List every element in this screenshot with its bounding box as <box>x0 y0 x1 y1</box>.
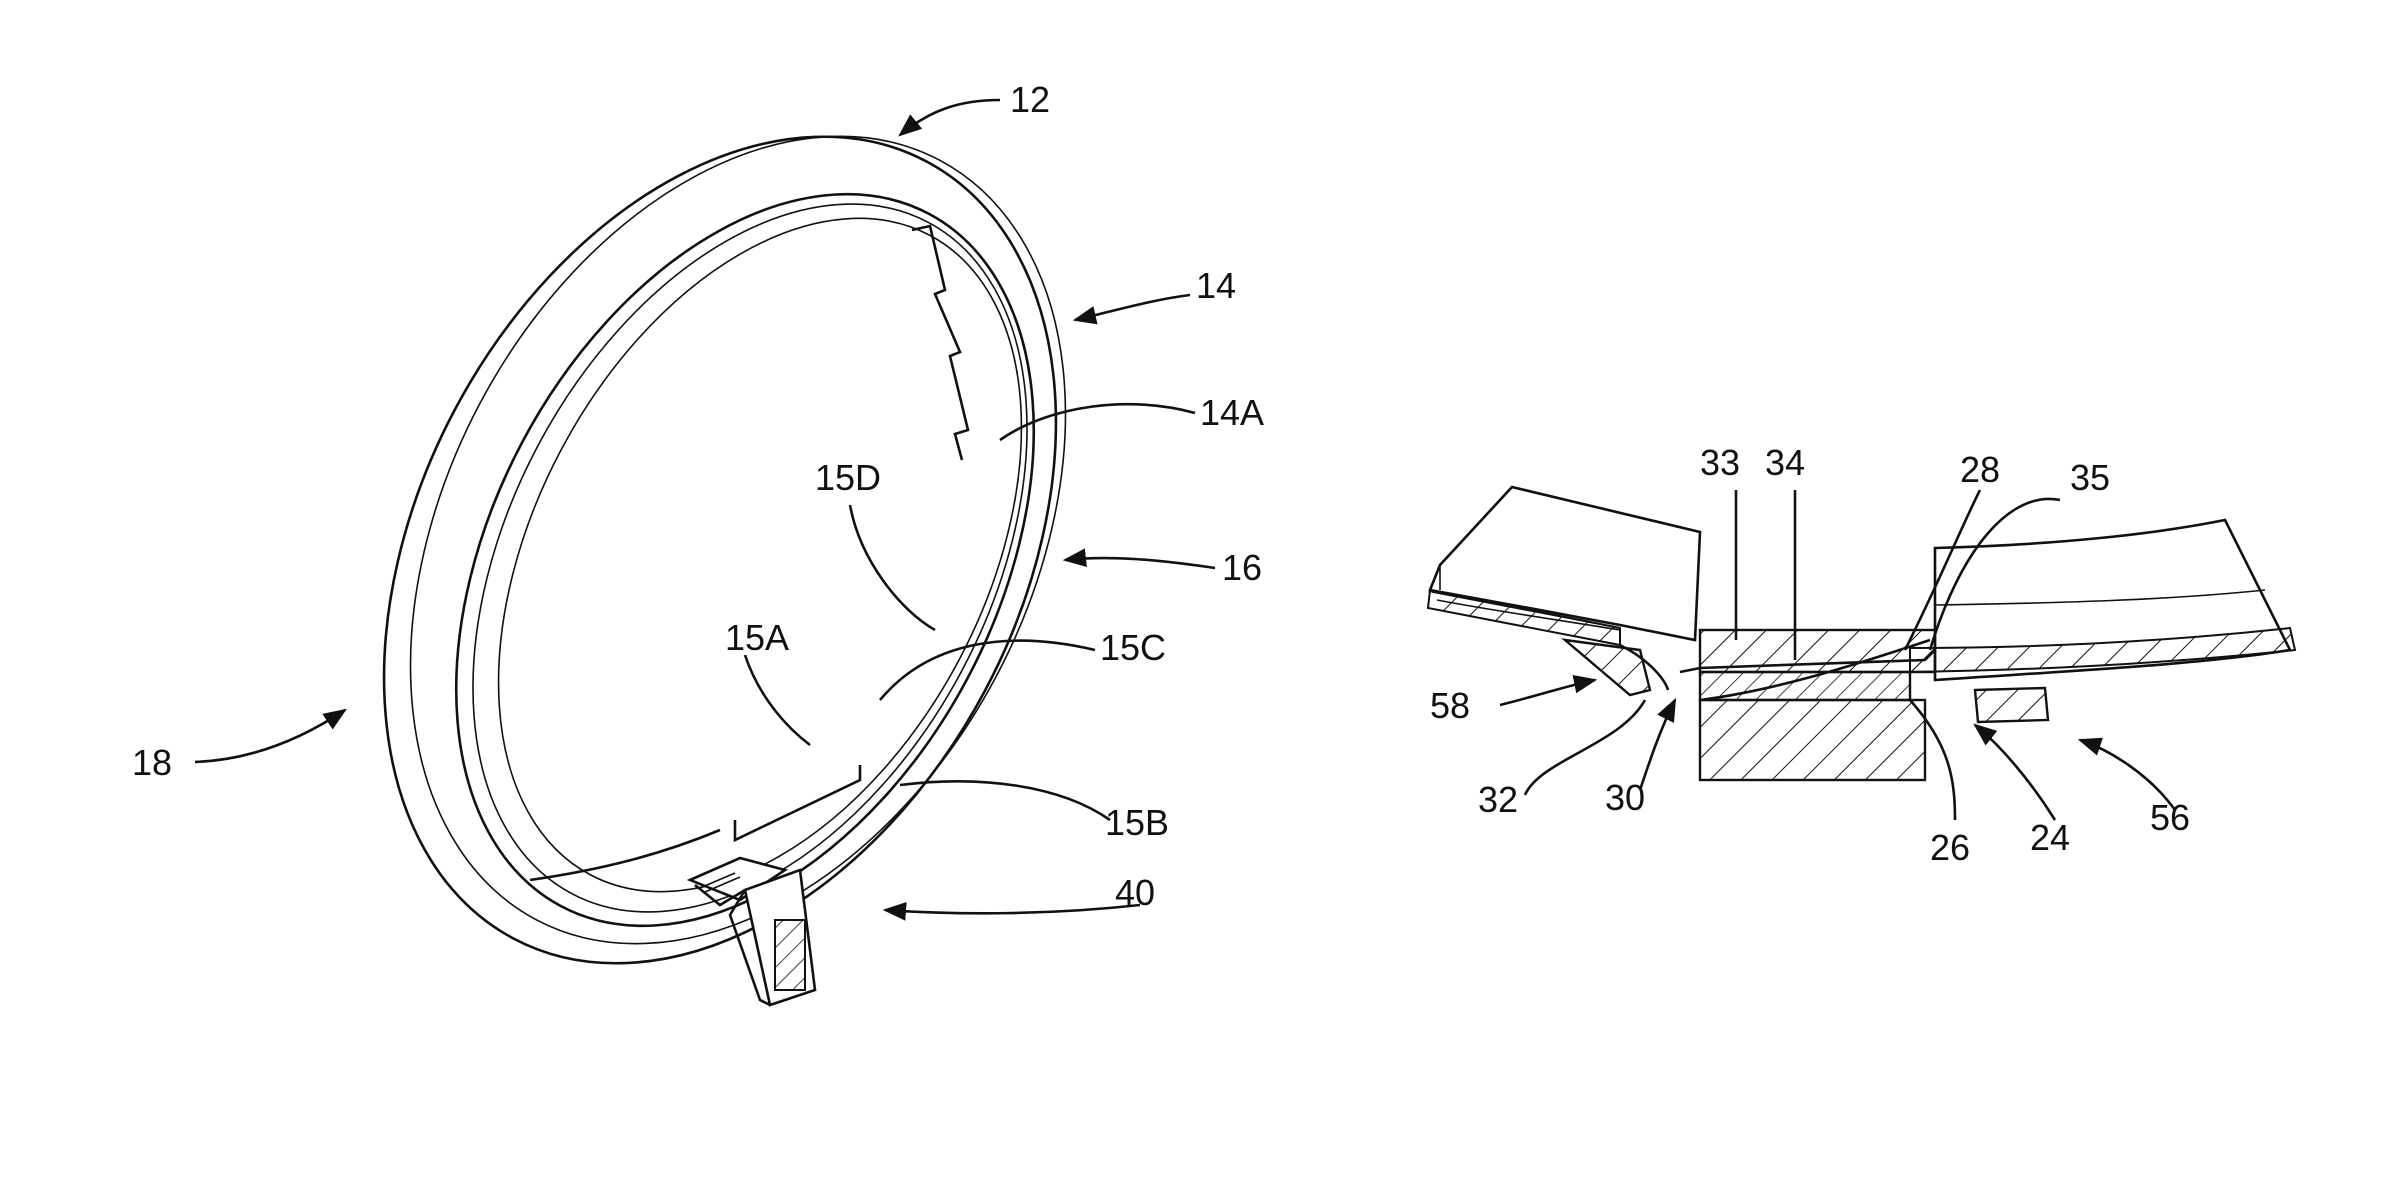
band-edge-lower <box>530 830 720 880</box>
ring-outer-edge <box>249 21 1192 1080</box>
ring-clip <box>690 858 815 1005</box>
label-26: 26 <box>1930 827 1970 868</box>
tab-24 <box>1975 688 2048 722</box>
label-16: 16 <box>1222 547 1262 588</box>
label-15b: 15B <box>1105 802 1169 843</box>
cross-section-figure: 33 34 28 35 58 32 30 26 24 56 <box>1428 442 2295 868</box>
label-14: 14 <box>1196 265 1236 306</box>
label-15c: 15C <box>1100 627 1166 668</box>
label-58: 58 <box>1430 685 1470 726</box>
base-block <box>1700 700 1925 780</box>
label-12: 12 <box>1010 79 1050 120</box>
label-32: 32 <box>1478 779 1518 820</box>
band-notches <box>912 226 968 460</box>
label-24: 24 <box>2030 817 2070 858</box>
label-34: 34 <box>1765 442 1805 483</box>
label-18: 18 <box>132 742 172 783</box>
label-40: 40 <box>1115 872 1155 913</box>
label-56: 56 <box>2150 797 2190 838</box>
label-30: 30 <box>1605 777 1645 818</box>
label-15a: 15A <box>725 617 789 658</box>
band-step-lower <box>735 765 860 840</box>
label-35: 35 <box>2070 457 2110 498</box>
hook-58 <box>1565 640 1650 695</box>
label-33: 33 <box>1700 442 1740 483</box>
label-15d: 15D <box>815 457 881 498</box>
ring-figure: 12 14 14A 16 18 15C 15D 15A 15B 40 <box>132 21 1264 1080</box>
label-14a: 14A <box>1200 392 1264 433</box>
label-28: 28 <box>1960 449 2000 490</box>
